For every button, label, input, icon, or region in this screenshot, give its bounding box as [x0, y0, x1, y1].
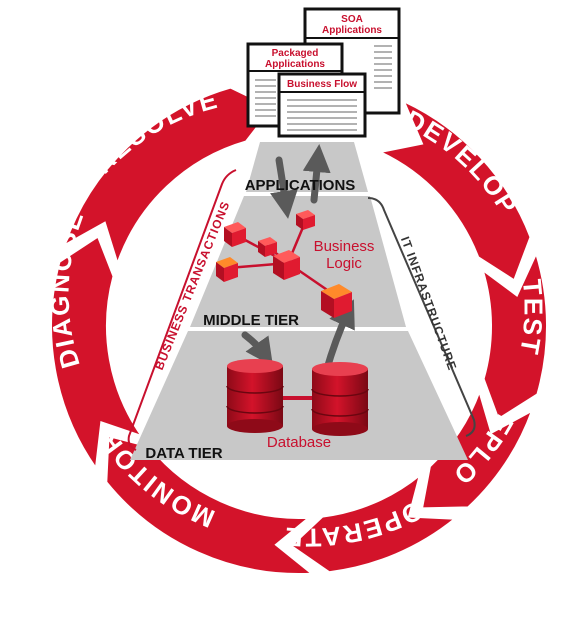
data-tier-label: DATA TIER	[145, 445, 222, 462]
ring-segment-deploy	[420, 388, 534, 510]
down-arrow-middle	[241, 331, 274, 367]
cube-4	[216, 257, 238, 282]
up-arrow-applications	[302, 144, 331, 204]
ring-segment-diagnose	[50, 234, 145, 471]
svg-text:Applications: Applications	[322, 25, 382, 36]
database-label: Database	[267, 434, 331, 451]
document-stack: SOA Applications Packaged Applications	[246, 7, 401, 138]
it-infrastructure-bracket	[367, 197, 476, 437]
svg-text:SOA: SOA	[341, 14, 363, 25]
business-logic-label-line2: Logic	[326, 255, 362, 272]
cube-3	[296, 210, 315, 230]
svg-text:Business Flow: Business Flow	[287, 79, 357, 90]
business-flow-text-lines	[287, 99, 357, 131]
data-tier	[130, 331, 468, 460]
svg-text:Packaged: Packaged	[272, 48, 319, 59]
business-flow-document: Business Flow	[277, 72, 367, 138]
cube-5	[273, 250, 300, 280]
applications-tier-label: APPLICATIONS	[245, 177, 356, 194]
cube-6	[321, 284, 352, 318]
packaged-text-lines	[255, 79, 276, 117]
ring-segment-develop	[376, 99, 532, 282]
middle-tier-label: MIDDLE TIER	[203, 312, 299, 329]
ring-segment-operate	[289, 472, 458, 574]
down-arrow-applications	[270, 156, 298, 219]
database-cylinder-left	[226, 359, 284, 433]
soa-text-lines	[374, 45, 392, 89]
business-logic-network	[216, 210, 352, 318]
cube-2	[258, 237, 277, 257]
svg-text:Applications: Applications	[265, 59, 325, 70]
ring-segment-test	[480, 250, 548, 421]
ring-segment-monitor	[105, 434, 315, 576]
database-cylinder-right	[311, 362, 369, 436]
database-cylinders	[226, 359, 369, 436]
business-logic-label-line1: Business	[314, 238, 375, 255]
business-transactions-bracket	[127, 169, 237, 451]
cube-1	[224, 222, 246, 247]
